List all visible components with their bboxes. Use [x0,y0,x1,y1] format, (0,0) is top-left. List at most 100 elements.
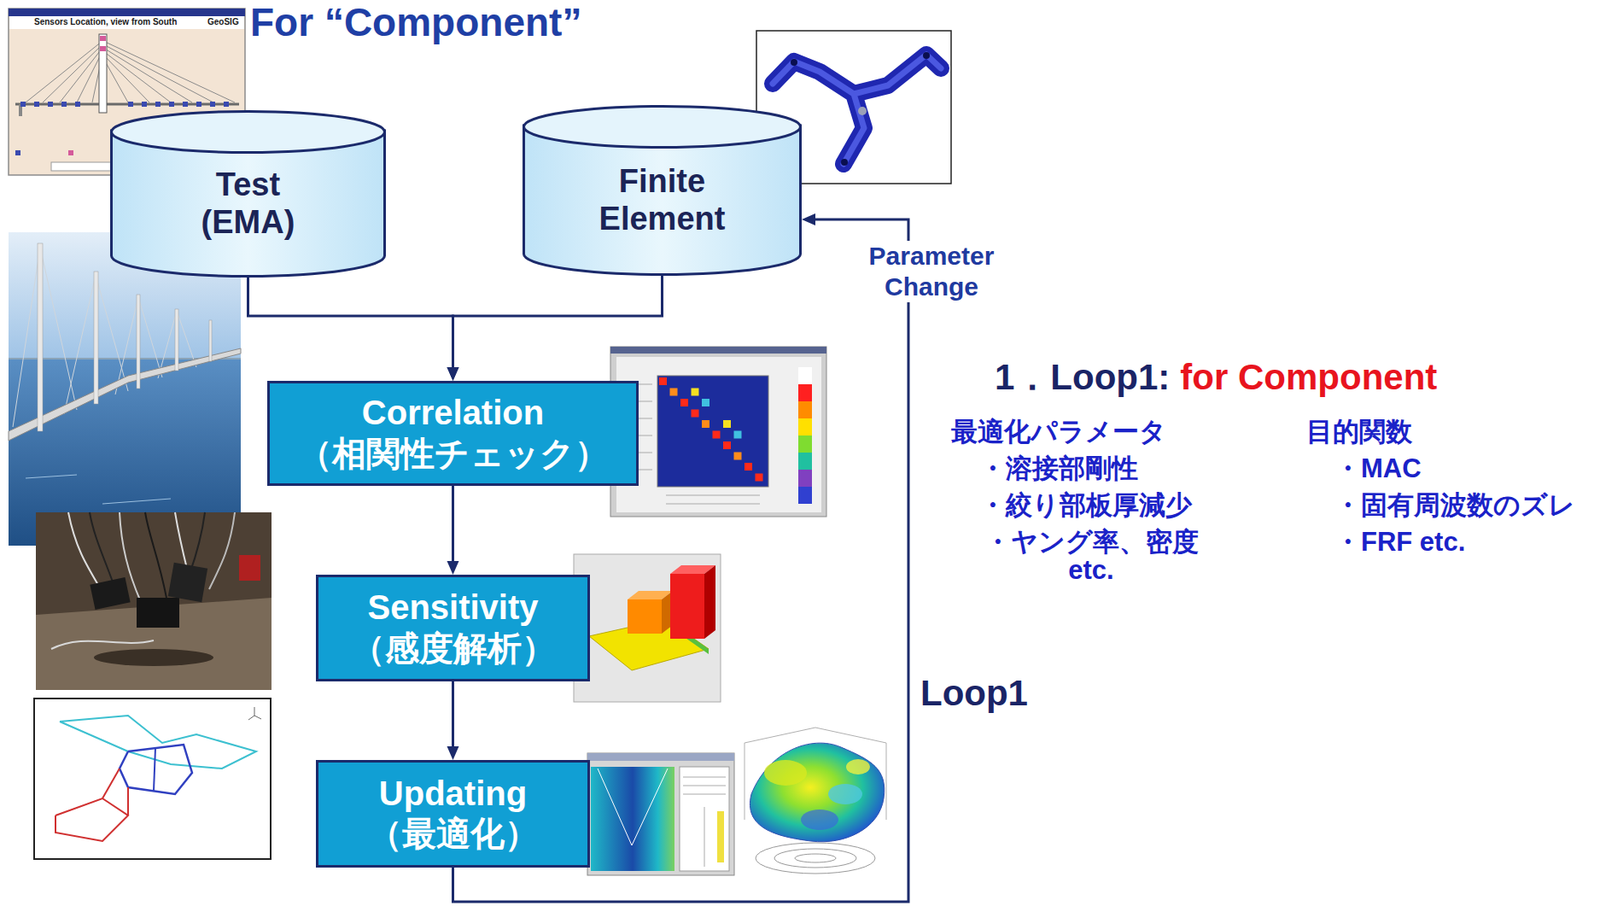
mac-matrix-screenshot [798,401,812,419]
sensor-screenshot [42,44,103,103]
sensor-screenshot [9,16,245,30]
lab-photo [209,512,235,590]
note-text: ・絞り部板厚減少 [979,491,1192,520]
sensor-screenshot [103,40,235,103]
wireframe-model [59,715,257,769]
sensor-screenshot [15,150,21,156]
mac-matrix-screenshot [659,377,667,386]
node-content: Correlation（相関性チェック） [297,392,609,473]
arrowhead [447,367,460,381]
mac-matrix-screenshot [723,420,731,428]
sensor-screenshot [47,101,53,107]
lab-photo [93,648,214,666]
note-text: ・溶接部剛性 [979,455,1139,484]
sensor-screenshot [128,101,134,107]
response-surface [846,759,871,775]
sensor-screenshot [103,44,214,103]
edge-label: Parameter Change [851,240,1012,303]
note-text: for Component [1179,358,1437,397]
bridge-photo [12,247,41,427]
arrowhead [801,213,816,226]
mac-matrix-screenshot [798,486,812,504]
node-subtitle: （感度解析） [350,628,556,669]
updating-screenshot [683,794,726,795]
wireframe-model [254,706,256,716]
response-surface [800,809,839,830]
updating-screenshot [704,806,706,867]
mac-matrix-screenshot [657,375,769,487]
connector [447,485,460,575]
sensor-screenshot [169,101,175,107]
updating-screenshot [717,811,725,863]
sensor-screenshot [99,34,107,113]
process-box: Updating（最適化） [315,759,590,868]
cylinder-top [524,106,801,148]
lab-photo [89,512,116,590]
node-content: Sensitivity（感度解析） [350,587,556,668]
wireframe-model [102,768,120,799]
database-cylinder: Test (EMA) [110,110,386,278]
lab-photo [239,554,261,581]
wireframe-model [127,787,129,816]
mac-matrix-screenshot [610,346,827,354]
sensor-screenshot [59,47,103,103]
sensor-screenshot [34,101,40,107]
arrowhead [447,367,460,381]
mac-matrix-screenshot [723,441,731,450]
lab-photo [35,512,272,690]
sensor-screenshot [25,40,235,103]
bridge-photo [8,232,241,546]
node-content: Finite Element [594,163,731,238]
updating-screenshot [587,753,735,761]
bridge-photo [209,320,212,362]
sensor-screenshot [20,101,26,107]
sensor-screenshot [103,47,193,103]
note-text: ・固有周波数のズレ [1334,491,1576,520]
database-cylinder: Finite Element [522,105,802,276]
bridge-photo [175,309,179,371]
mac-matrix-screenshot [680,398,689,407]
wireframe-model [254,715,262,719]
bridge-photo [8,348,241,441]
mac-matrix-screenshot [798,452,812,470]
response-surface [794,853,836,863]
connector [248,277,460,381]
mac-matrix-screenshot [734,452,742,461]
mac-matrix-screenshot [659,377,764,482]
updating-screenshot [597,768,668,846]
sensor-screenshot [103,54,150,103]
lab-photo [35,597,272,690]
sensor-screenshot [182,101,188,107]
sensor-screenshot [25,40,103,103]
wireframe-model [248,715,255,720]
mac-matrix-screenshot [670,388,678,397]
lab-photo [189,512,205,574]
node-content: Updating（最適化） [367,773,539,854]
sensor-screenshot [99,35,106,41]
wireframe-model [153,747,156,791]
lab-photo [68,512,101,590]
mac-matrix-screenshot [665,495,760,497]
updating-screenshot [587,753,735,876]
mac-matrix-screenshot [610,346,827,517]
node-title: Sensitivity [367,587,538,628]
updating-screenshot [587,753,735,876]
updating-screenshot [683,776,726,778]
mac-matrix-screenshot [712,431,721,439]
mac-matrix-screenshot [798,435,812,453]
mac-matrix-screenshot [798,418,812,436]
node-title: Finite Element [594,163,731,238]
updating-screenshot [679,766,730,871]
bridge-photo [176,310,197,368]
screen-text: Sensors Location, view from South [34,17,177,28]
updating-screenshot [590,766,675,871]
mac-matrix-screenshot [701,420,710,428]
sensor-screenshot [141,101,147,107]
mac-matrix-screenshot [691,409,700,418]
cylinder-top [111,111,386,153]
connector [447,275,663,381]
sensor-screenshot [155,101,161,107]
mac-matrix-screenshot [798,367,812,385]
